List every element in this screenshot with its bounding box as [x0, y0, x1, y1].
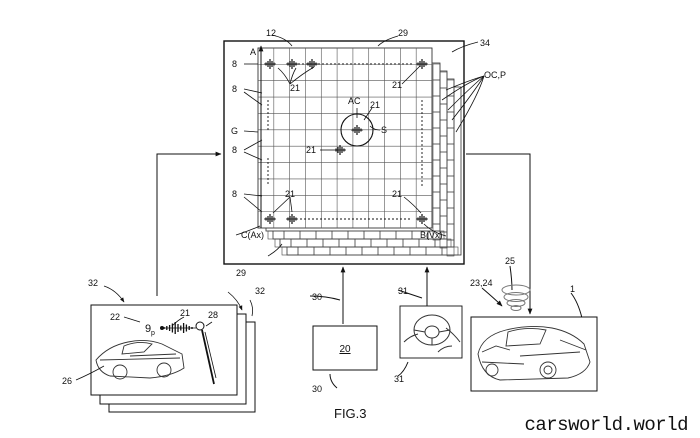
sample-marker [264, 59, 276, 69]
layer-brick-side [446, 239, 455, 257]
watermark: carsworld.world [524, 414, 688, 436]
sound-source: 25 23,24 [470, 256, 531, 311]
vehicle-sketch [477, 325, 591, 381]
label-s: S [381, 125, 387, 135]
label-oc-p: OC,P [484, 70, 506, 80]
sample-marker [334, 145, 346, 155]
label-sample-21b: 21 [392, 80, 402, 90]
sample-marker [416, 214, 428, 224]
steering-panel: 31 31 [394, 286, 463, 384]
layer-brick-pattern [267, 63, 459, 257]
label-26: 26 [62, 376, 72, 386]
time-frequency-grid [257, 47, 433, 229]
label-bottom-29: 29 [236, 268, 246, 278]
label-cluster-8a: 8 [232, 59, 237, 69]
processor-unit: 20 30 30 [312, 292, 378, 394]
label-ac: AC [348, 96, 361, 106]
vehicle-panel: 1 [470, 284, 598, 392]
label-sample-21c: 21 [370, 100, 380, 110]
label-corner-b: B(Vx) [420, 230, 443, 240]
label-sheets-32b: 32 [255, 286, 265, 296]
sample-marker [286, 59, 298, 69]
car-sketch [95, 339, 185, 380]
label-p-subscript: p [151, 330, 155, 337]
microphone-icon [195, 321, 217, 385]
label-corner-c: C(Ax) [241, 230, 264, 240]
dashed-connectors [267, 63, 423, 220]
label-31b: 31 [394, 374, 404, 384]
label-sample-21a: 21 [290, 83, 300, 93]
label-sheets-32: 32 [88, 278, 98, 288]
label-stack-34: 34 [480, 38, 490, 48]
steering-wheel-icon [403, 314, 461, 353]
label-sample-21f: 21 [392, 189, 402, 199]
processor-label: 20 [339, 344, 351, 355]
sheet-leaders [75, 285, 254, 381]
sample-marker [416, 59, 428, 69]
label-frame-12: 12 [266, 28, 276, 38]
leader-lines [235, 34, 485, 257]
wave-dot [160, 326, 164, 330]
label-cluster-8c: 8 [232, 145, 237, 155]
label-sheet-21: 21 [180, 308, 190, 318]
matrix-frame: 12 29 34 OC,P A 8 8 G 8 8 21 21 AC 21 S … [223, 28, 506, 278]
label-9p: 9 [145, 323, 151, 335]
label-31a: 31 [398, 286, 408, 296]
label-28: 28 [208, 310, 218, 320]
label-vehicle-1: 1 [570, 284, 575, 294]
label-cluster-8b: 8 [232, 84, 237, 94]
label-axis-a: A [250, 47, 256, 57]
label-25: 25 [505, 256, 515, 266]
label-cluster-8d: 8 [232, 189, 237, 199]
figure-caption: FIG.3 [334, 406, 367, 421]
label-30a: 30 [312, 292, 322, 302]
label-22: 22 [110, 312, 120, 322]
source-sheets: 32 32 22 21 28 26 9 p [62, 278, 265, 413]
label-sample-21d: 21 [306, 145, 316, 155]
sound-wave-icon [160, 322, 196, 334]
sample-marker [264, 214, 276, 224]
label-grid-29: 29 [398, 28, 408, 38]
sample-marker [286, 214, 298, 224]
label-30b: 30 [312, 384, 322, 394]
connection-arrows [156, 151, 583, 389]
layer-brick [441, 246, 459, 256]
label-g: G [231, 126, 238, 136]
label-sample-21e: 21 [285, 189, 295, 199]
label-23-24: 23,24 [470, 278, 493, 288]
speaker-waves-icon [501, 284, 531, 311]
sample-marker [351, 125, 363, 135]
